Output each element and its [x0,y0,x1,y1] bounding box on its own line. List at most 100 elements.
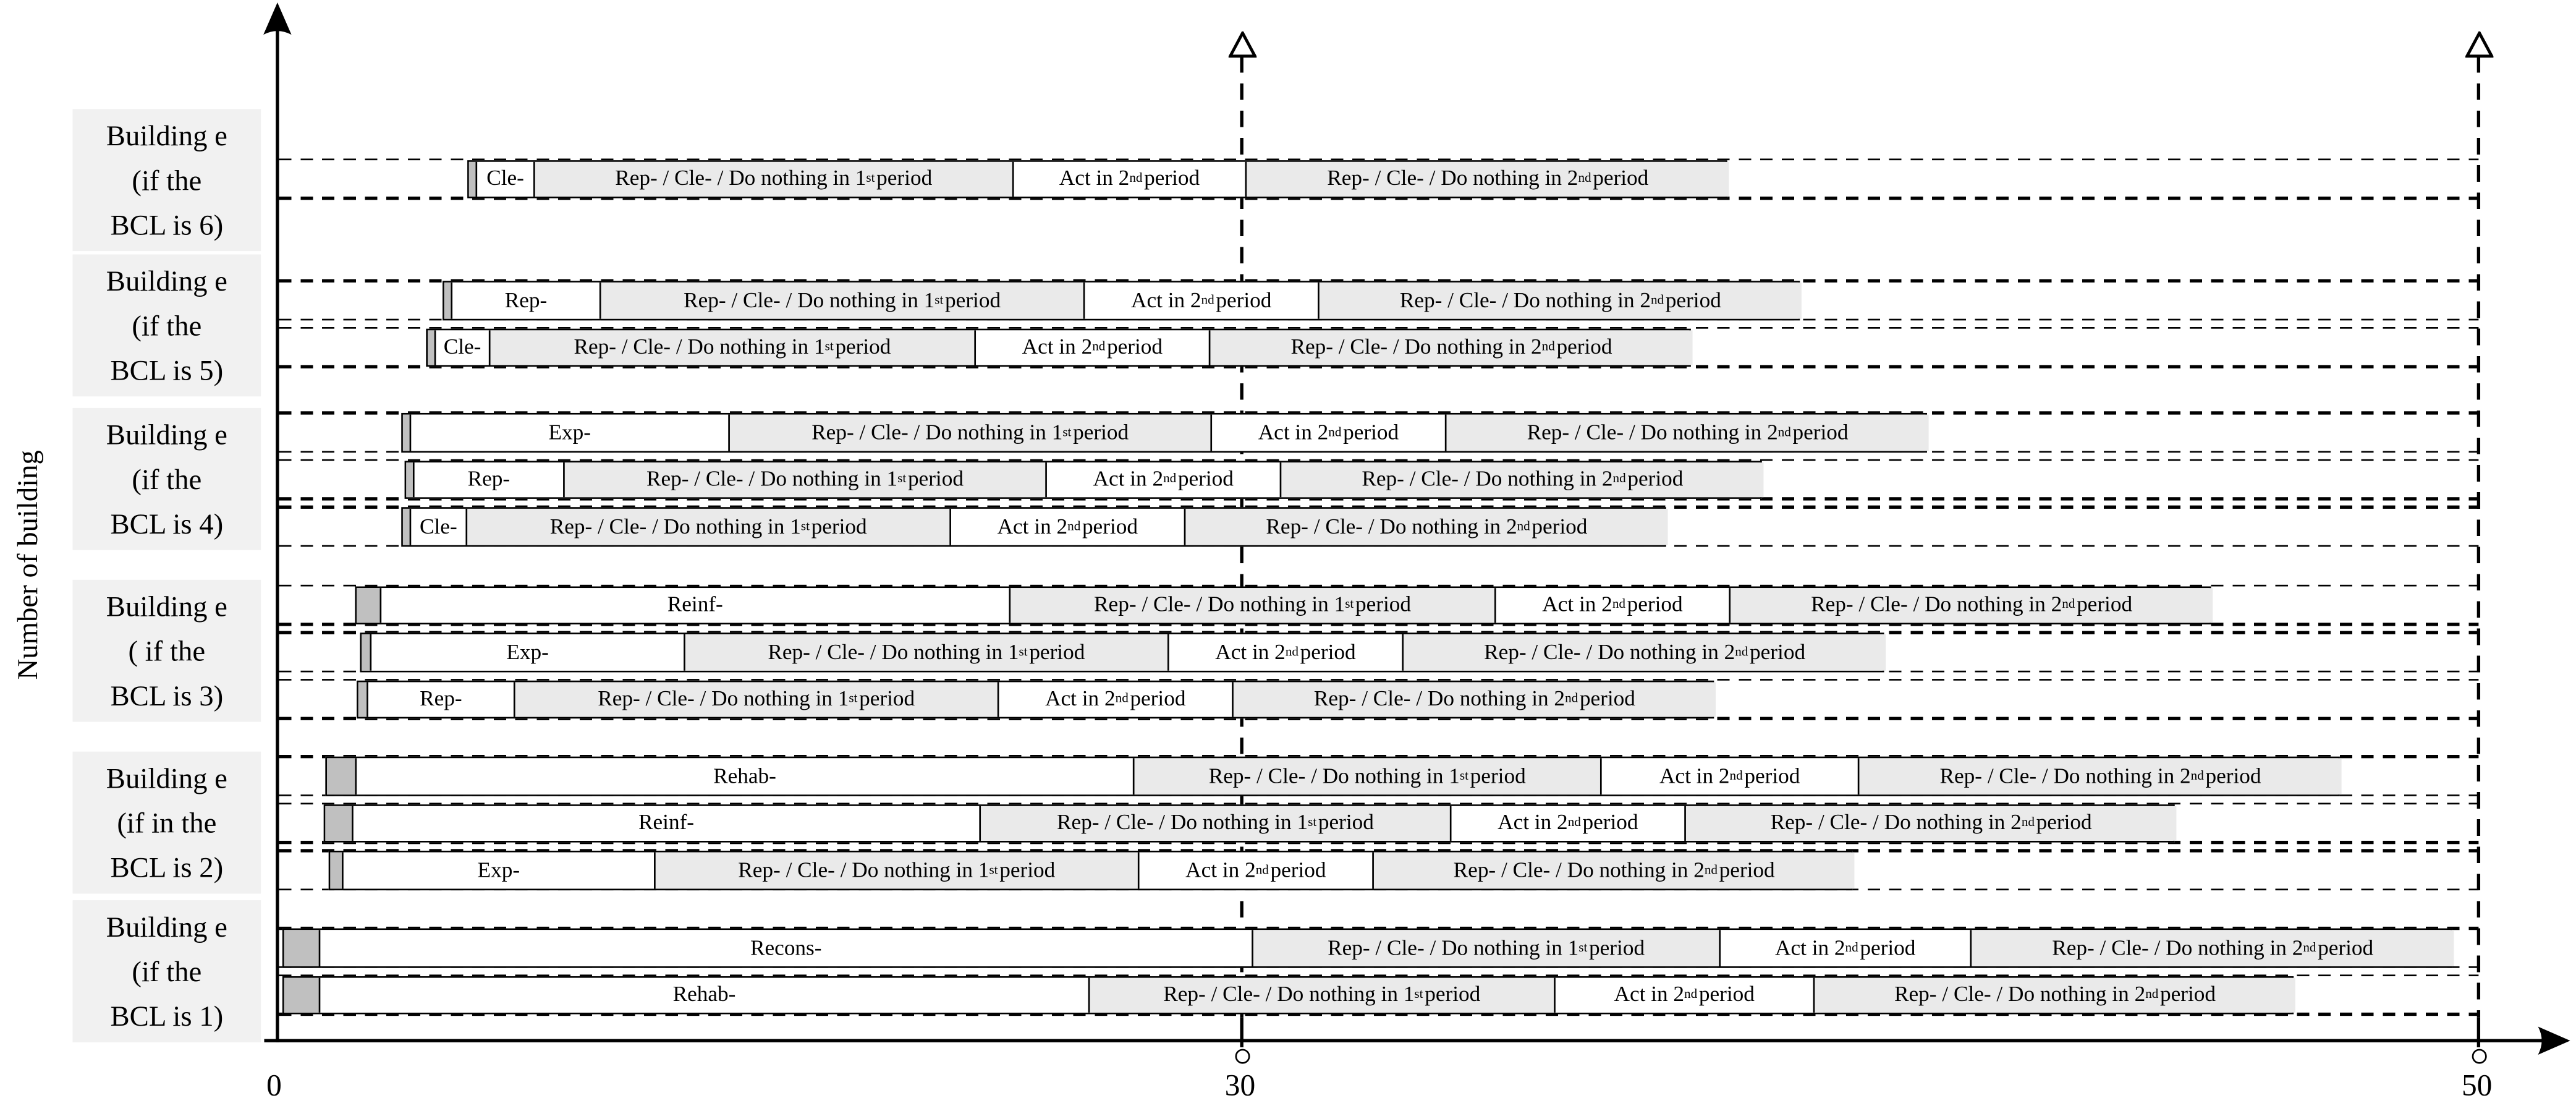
bar-segment-action: Cle- [434,330,489,365]
bar-segment-action: Rehab- [355,758,1133,794]
bar-segment-start [358,681,367,717]
row-label-line: Building e [106,417,227,451]
row-label-line: (if the [132,308,202,341]
row-label-line: (if the [132,461,202,495]
x-axis-line [264,1039,2550,1044]
dashed-hline [279,802,2479,805]
bar-segment-start [362,634,370,670]
bar-segment-action: Exp- [370,634,684,670]
x-tick-label-30: 30 [1224,1070,1256,1104]
bar-segment-start [468,161,476,197]
row-label-line: (if in the [117,805,217,838]
row-label-line: BCL is 3) [110,678,224,712]
bar-segment-action: Cle- [475,161,533,197]
dashed-hline [279,849,2479,852]
open-triangle-arrow-icon [2464,31,2493,58]
bar-segment-start [284,930,319,966]
row-label-line: Building e [106,760,227,794]
bar-segment-start [330,852,342,888]
bar-segment-action: Exp- [342,852,655,888]
row-label-line: BCL is 5) [110,352,224,386]
dashed-hline [279,365,2479,368]
row-label-line: BCL is 4) [110,506,224,540]
bar-segment-start [327,758,355,794]
dashed-hline [279,755,2479,758]
row-label-line: Building e [106,118,227,151]
bar-segment-start [284,977,319,1013]
vline-axis-stub [2476,1017,2481,1047]
bar-segment-action: Rep- [451,282,600,318]
dashed-hline [279,623,2479,626]
bar-segment-start [427,330,434,365]
bar-segment-start [402,414,410,451]
bar-segment-action: Rep- [412,461,564,498]
dashed-hline [279,497,2479,500]
row-label-line: Building e [106,263,227,297]
bar-segment-start [357,587,380,623]
row-label-line: (if the [132,163,202,196]
bar-segment-action: Reinf- [352,805,980,841]
dashed-hline [279,631,2479,634]
y-axis-arrow-icon [263,2,292,35]
dashed-hline [279,545,2479,548]
bar-segment-start [406,461,413,498]
row-label-line: (if the [132,953,202,987]
x-tick-label-0: 0 [266,1070,282,1104]
bar-segment-start [325,805,352,841]
dashed-hline [279,794,2479,797]
axis-circle-marker [1234,1048,1250,1063]
y-axis-line [275,23,280,1042]
